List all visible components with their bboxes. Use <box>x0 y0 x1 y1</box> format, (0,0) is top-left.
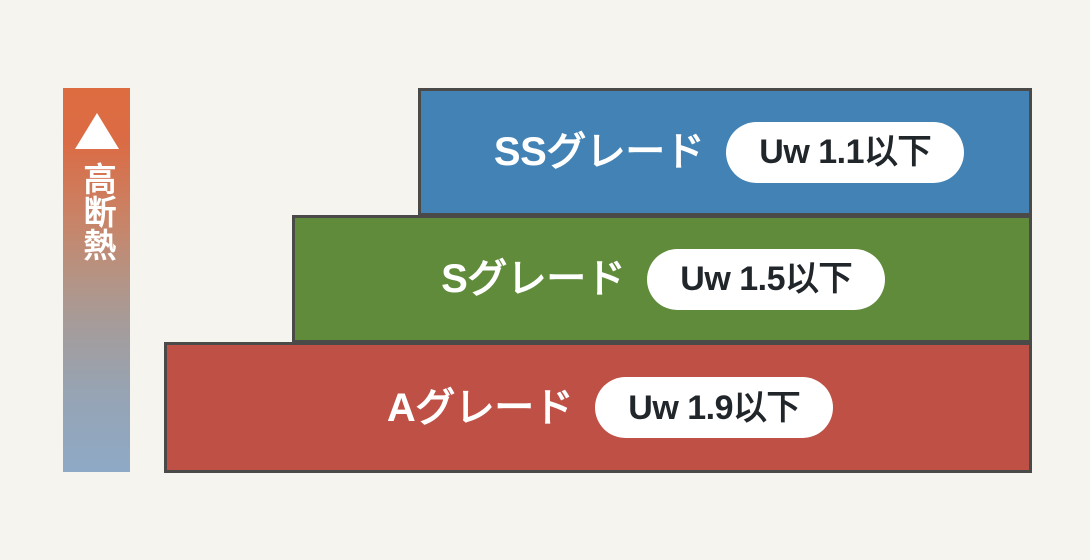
grade-bar-a-content: Aグレード Uw 1.9以下 <box>387 377 1029 438</box>
up-triangle-icon <box>74 113 119 149</box>
grade-bar-s-content: Sグレード Uw 1.5以下 <box>441 248 1029 310</box>
grade-label-ss: SSグレード <box>493 130 705 174</box>
insulation-level-meter: 高断熱 <box>63 88 130 472</box>
grade-bar-ss: SSグレード Uw 1.1以下 <box>418 88 1032 216</box>
grade-bar-a: Aグレード Uw 1.9以下 <box>164 342 1032 473</box>
grade-value-pill-s: Uw 1.5以下 <box>647 248 885 310</box>
grade-bar-s: Sグレード Uw 1.5以下 <box>292 215 1032 343</box>
grade-value-pill-ss: Uw 1.1以下 <box>726 121 964 183</box>
grade-bar-ss-content: SSグレード Uw 1.1以下 <box>493 121 1029 183</box>
grade-value-pill-a: Uw 1.9以下 <box>595 377 833 438</box>
grade-label-s: Sグレード <box>441 257 626 301</box>
grade-label-a: Aグレード <box>386 385 574 430</box>
meter-label: 高断熱 <box>78 162 116 261</box>
